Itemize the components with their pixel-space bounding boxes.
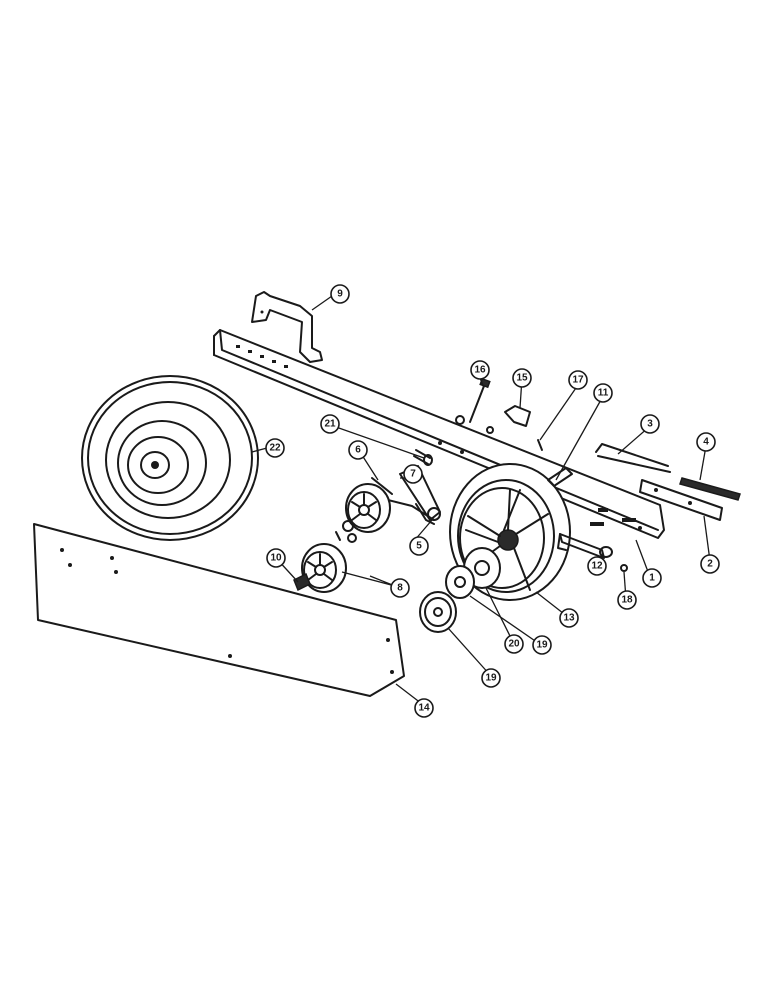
callouts: 9 22 21 6 7 5 8 10 16 15 17 11 3 4 2 1 1…: [265, 284, 720, 718]
svg-text:16: 16: [474, 365, 486, 376]
part-9-bracket: [251, 291, 323, 363]
svg-text:10: 10: [270, 553, 282, 564]
svg-text:17: 17: [572, 375, 584, 386]
callout-2: 2: [700, 554, 720, 574]
callout-7: 7: [403, 464, 423, 484]
svg-text:19: 19: [536, 640, 548, 651]
callout-10: 10: [266, 548, 286, 568]
svg-text:4: 4: [703, 437, 709, 448]
svg-text:12: 12: [591, 561, 603, 572]
svg-text:11: 11: [598, 388, 609, 399]
callout-1: 1: [642, 568, 662, 588]
svg-text:14: 14: [418, 703, 430, 714]
svg-text:1: 1: [649, 573, 655, 584]
svg-text:13: 13: [563, 613, 575, 624]
part-8-idler-pulley-lower: [301, 543, 347, 593]
callout-5: 5: [409, 536, 429, 556]
svg-text:22: 22: [269, 443, 281, 454]
part-5-link: [415, 503, 435, 525]
callout-18: 18: [617, 590, 637, 610]
svg-text:20: 20: [508, 639, 520, 650]
part-17-pin: [537, 439, 543, 451]
callout-16: 16: [470, 360, 490, 380]
callout-4: 4: [696, 432, 716, 452]
callout-6: 6: [348, 440, 368, 460]
callout-9: 9: [330, 284, 350, 304]
part-19-flange-upper: [445, 565, 475, 599]
svg-text:5: 5: [416, 541, 422, 552]
part-4-threaded-rod: [679, 477, 741, 501]
callout-19b: 19: [481, 668, 501, 688]
svg-text:9: 9: [337, 289, 343, 300]
svg-text:3: 3: [647, 419, 653, 430]
part-14-shield: [33, 523, 405, 697]
svg-text:15: 15: [516, 373, 528, 384]
part-6-shaft: [371, 477, 393, 495]
callout-17: 17: [568, 370, 588, 390]
callout-14: 14: [414, 698, 434, 718]
callout-15: 15: [512, 368, 532, 388]
leader-lines: [251, 295, 711, 708]
part-10-clip: [293, 572, 311, 592]
callout-8: 8: [390, 578, 410, 598]
part-12-arm: [557, 533, 613, 559]
callout-3: 3: [640, 414, 660, 434]
callout-12: 12: [587, 556, 607, 576]
svg-text:18: 18: [621, 595, 633, 606]
part-16-bolt: [455, 377, 494, 434]
part-3-rod: [595, 443, 671, 473]
svg-text:6: 6: [355, 445, 361, 456]
callout-20: 20: [504, 634, 524, 654]
part-19-flange-lower: [419, 591, 457, 633]
part-15-clip: [504, 405, 531, 427]
part-22-large-pulley: [81, 375, 259, 541]
callout-13: 13: [559, 608, 579, 628]
svg-text:21: 21: [324, 419, 336, 430]
part-2-plate: [639, 479, 723, 521]
svg-text:2: 2: [707, 559, 713, 570]
svg-text:8: 8: [397, 583, 403, 594]
part-18-nut: [620, 564, 628, 572]
part-8-idler-pulley-upper: [345, 483, 391, 533]
svg-text:7: 7: [410, 469, 416, 480]
callout-22: 22: [265, 438, 285, 458]
part-21-pin: [413, 449, 433, 466]
callout-11: 11: [593, 383, 613, 403]
callout-19a: 19: [532, 635, 552, 655]
washer-group: [335, 520, 357, 543]
svg-text:19: 19: [485, 673, 497, 684]
part-1-frame-bar: [213, 329, 665, 539]
callout-21: 21: [320, 414, 340, 434]
